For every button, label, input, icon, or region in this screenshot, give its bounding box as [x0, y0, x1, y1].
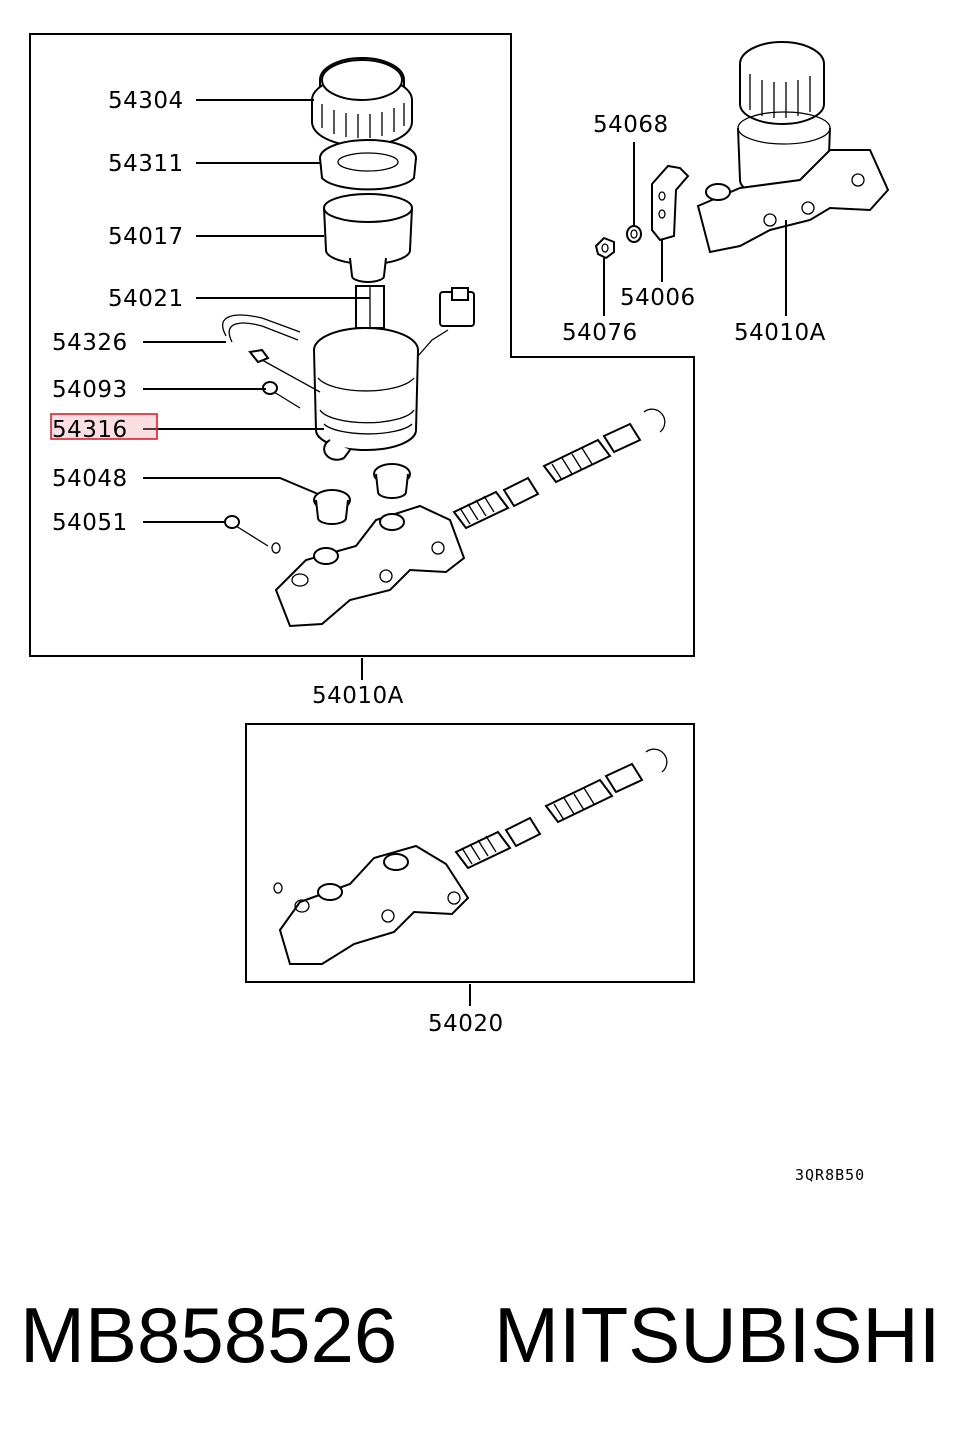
- level-switch-part[interactable]: [355, 285, 385, 329]
- reservoir-body-part[interactable]: [313, 287, 475, 461]
- label-54304[interactable]: 54304: [108, 88, 184, 114]
- drawing-code: 3QR8B50: [795, 1166, 865, 1184]
- washer-part-54068[interactable]: [626, 225, 642, 243]
- piston-spring-assembly-54020[interactable]: [454, 748, 668, 870]
- label-54006[interactable]: 54006: [620, 285, 696, 311]
- label-54068[interactable]: 54068: [593, 112, 669, 138]
- part-number: MB858526: [20, 1291, 398, 1379]
- label-54020[interactable]: 54020: [428, 1011, 504, 1037]
- label-54010a-main[interactable]: 54010A: [312, 683, 404, 709]
- grommet-part-54048[interactable]: [313, 463, 411, 525]
- label-54021[interactable]: 54021: [108, 286, 184, 312]
- assembly-frame-54020: [245, 723, 695, 983]
- highlight-box: [50, 413, 158, 440]
- reference-assembly-right[interactable]: [696, 41, 890, 254]
- label-54051[interactable]: 54051: [52, 510, 128, 536]
- bracket-part-54006[interactable]: [651, 164, 690, 242]
- label-54326[interactable]: 54326: [52, 330, 128, 356]
- screw-part-54093[interactable]: [262, 381, 301, 409]
- assembly-frame-54010a: [29, 33, 695, 657]
- reservoir-diaphragm-part[interactable]: [319, 139, 417, 191]
- label-54311[interactable]: 54311: [108, 151, 184, 177]
- label-54010a-right[interactable]: 54010A: [734, 320, 826, 346]
- piston-spring-assembly[interactable]: [452, 408, 666, 530]
- leader-lines: [143, 99, 787, 1006]
- exploded-parts-diagram: 54304 54311 54017 54021 54326 54093 5431…: [29, 33, 890, 1184]
- brand-name: MITSUBISHI: [494, 1291, 941, 1379]
- footer-caption: MB858526 MITSUBISHI: [20, 1290, 950, 1390]
- reservoir-hose-part[interactable]: [222, 314, 321, 393]
- reservoir-strainer-part[interactable]: [323, 193, 413, 283]
- master-cylinder-body-54020[interactable]: [273, 844, 470, 965]
- label-54017[interactable]: 54017: [108, 224, 184, 250]
- label-54316[interactable]: 54316: [52, 417, 128, 443]
- nut-part-54076[interactable]: [594, 236, 615, 260]
- reservoir-cap-part[interactable]: [311, 57, 413, 147]
- label-54076[interactable]: 54076: [562, 320, 638, 346]
- master-cylinder-body[interactable]: [274, 504, 466, 628]
- label-54048[interactable]: 54048: [52, 466, 128, 492]
- pin-part-54051[interactable]: [224, 515, 281, 554]
- label-54093[interactable]: 54093: [52, 377, 128, 403]
